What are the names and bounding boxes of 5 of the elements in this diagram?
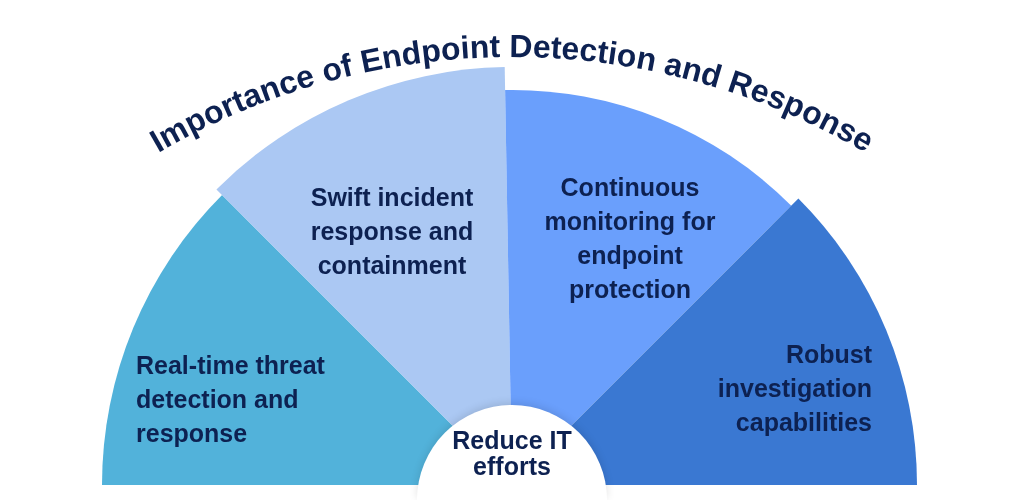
segment-label: Continuous monitoring for endpoint protection — [543, 172, 717, 305]
circle-label: Reduce IT efforts — [451, 427, 573, 479]
segment-label: Swift incident response and containment — [309, 182, 475, 281]
segment-label: Real-time threat detection and response — [136, 350, 326, 449]
segment-label: Robust investigation capabilities — [716, 339, 872, 438]
